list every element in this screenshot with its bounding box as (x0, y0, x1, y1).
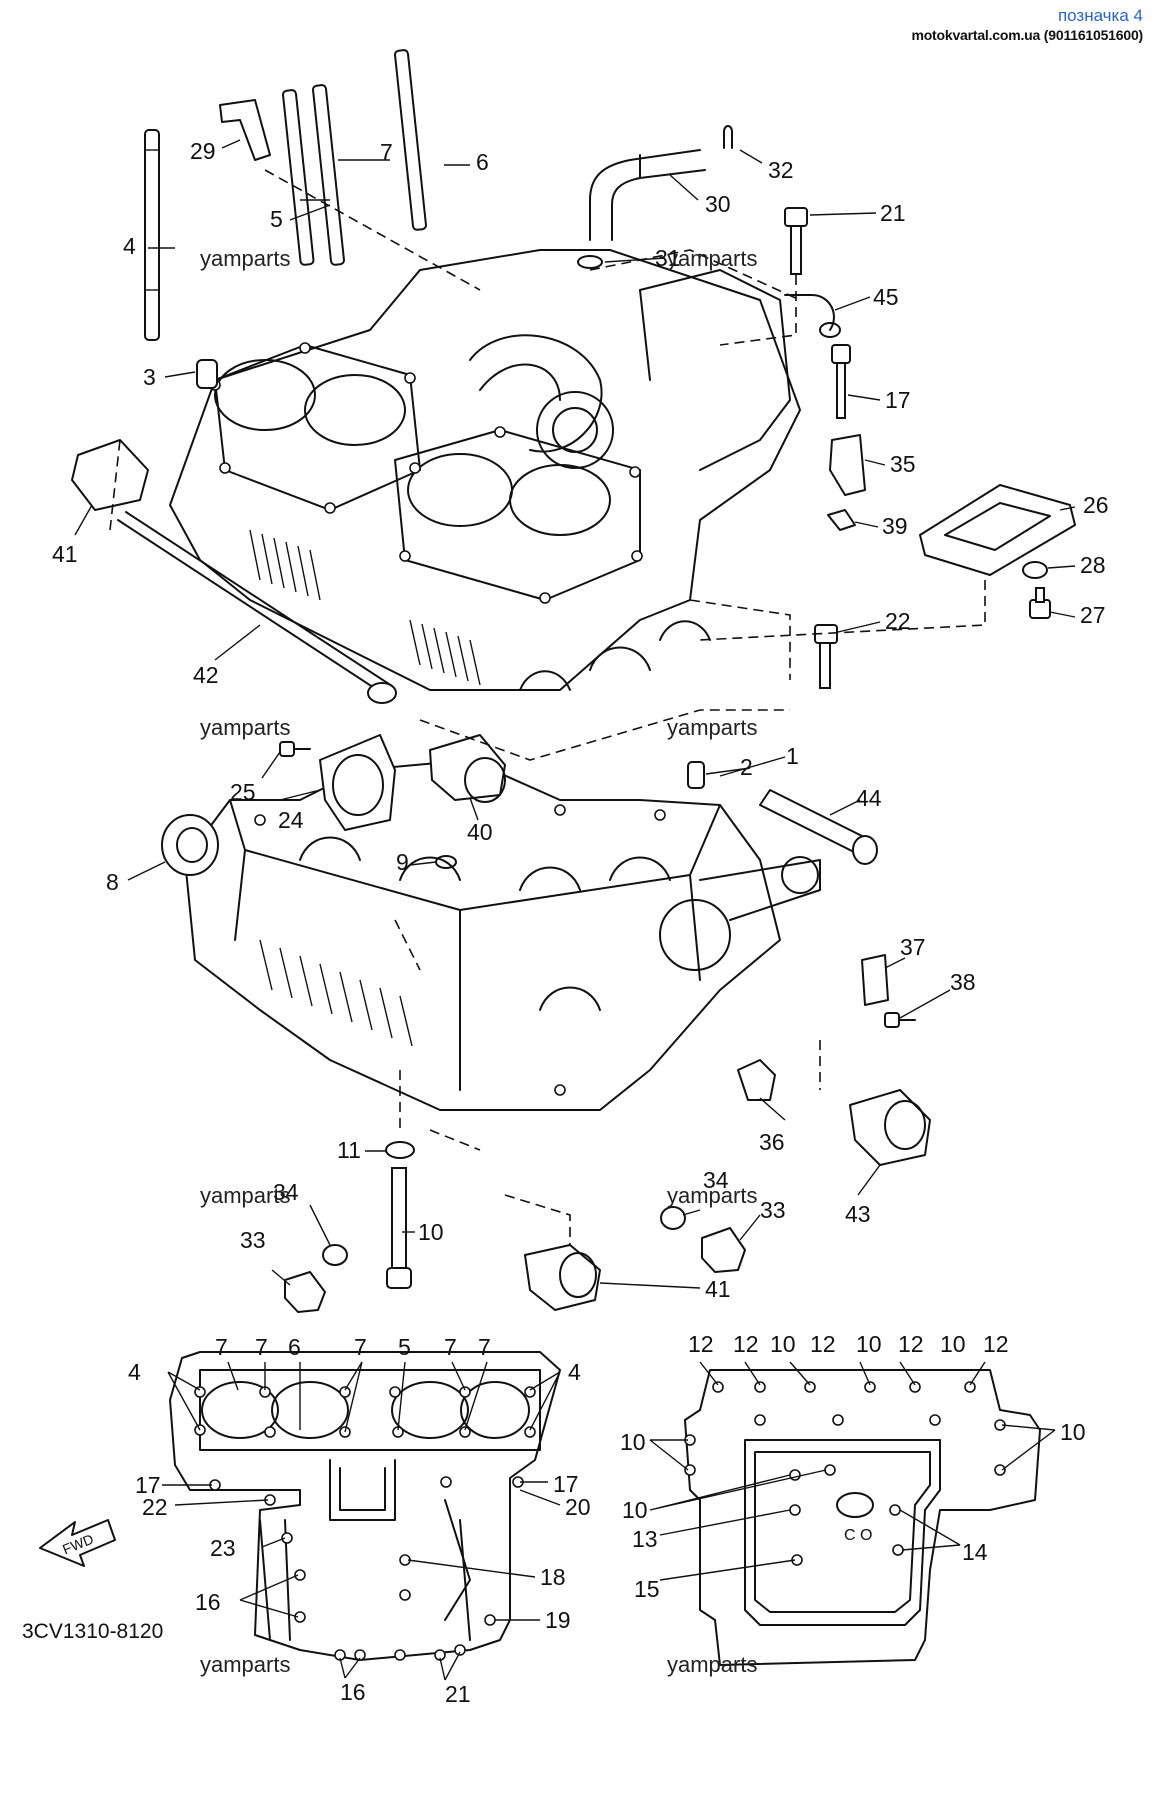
label-35: 35 (890, 451, 916, 477)
diagram-code: 3CV1310-8120 (22, 1620, 163, 1643)
view-label-10-mid: 10 (622, 1497, 648, 1523)
label-34-right: 34 (703, 1167, 729, 1193)
label-24: 24 (278, 807, 304, 833)
upper-case-top-view: FWD (39, 1351, 561, 1661)
label-38: 38 (950, 969, 976, 995)
lower-case-bottom-view: C O (684, 1369, 1041, 1666)
view-label-7a: 7 (215, 1334, 228, 1360)
view-label-16-bottom: 16 (340, 1679, 366, 1705)
label-26: 26 (1083, 492, 1109, 518)
label-10-lower: 10 (418, 1219, 444, 1245)
view-label-12b: 12 (733, 1331, 759, 1357)
watermark: yamparts (200, 1652, 290, 1677)
watermark: yamparts (667, 715, 757, 740)
label-29: 29 (190, 138, 216, 164)
stud-bolts (144, 49, 427, 389)
label-33-right: 33 (760, 1197, 786, 1223)
label-41-upper: 41 (52, 541, 78, 567)
view-label-15: 15 (634, 1576, 660, 1602)
assembly-lines (109, 169, 986, 1245)
label-41-lower: 41 (705, 1276, 731, 1302)
watermark: yamparts (667, 1652, 757, 1677)
view-label-10-right: 10 (1060, 1419, 1086, 1445)
lower-crankcase (184, 759, 821, 1111)
label-11: 11 (337, 1137, 361, 1163)
view-label-10c: 10 (940, 1331, 966, 1357)
view-label-14: 14 (962, 1539, 988, 1565)
label-5: 5 (270, 206, 283, 232)
view-label-18: 18 (540, 1564, 566, 1590)
label-42: 42 (193, 662, 219, 688)
label-28: 28 (1080, 552, 1106, 578)
view-label-7e: 7 (478, 1334, 491, 1360)
view-label-7b: 7 (255, 1334, 268, 1360)
label-31: 31 (655, 245, 681, 271)
label-36: 36 (759, 1129, 785, 1155)
small-parts (71, 99, 1076, 1313)
label-3: 3 (143, 364, 156, 390)
watermark: yamparts (200, 246, 290, 271)
label-6: 6 (476, 149, 489, 175)
label-37: 37 (900, 934, 926, 960)
view-label-4-left: 4 (128, 1359, 141, 1385)
label-30: 30 (705, 191, 731, 217)
view-leader-lines (162, 1361, 1056, 1681)
view-label-10b: 10 (856, 1331, 882, 1357)
view-label-21-bottom: 21 (445, 1681, 471, 1707)
view-label-10-left: 10 (620, 1429, 646, 1455)
label-21-upper: 21 (880, 200, 906, 226)
view-label-10a: 10 (770, 1331, 796, 1357)
label-7: 7 (380, 139, 393, 165)
leader-lines (74, 139, 1076, 1289)
svg-text:C O: C O (844, 1527, 872, 1544)
part-labels: 29 7 6 5 4 3 41 42 32 30 21 31 45 17 35 … (22, 138, 1109, 1707)
header-site-text: motokvartal.com.ua (901161051600) (911, 27, 1143, 43)
label-43: 43 (845, 1201, 871, 1227)
label-45: 45 (873, 284, 899, 310)
label-34-left: 34 (273, 1179, 299, 1205)
view-label-22: 22 (142, 1494, 168, 1520)
label-2: 2 (740, 754, 753, 780)
upper-crankcase (169, 249, 801, 691)
label-9: 9 (396, 849, 409, 875)
view-label-20: 20 (565, 1494, 591, 1520)
watermark: yamparts (200, 715, 290, 740)
watermark: yamparts (200, 1183, 290, 1208)
label-25: 25 (230, 779, 256, 805)
view-label-13: 13 (632, 1526, 658, 1552)
label-39: 39 (882, 513, 908, 539)
label-1: 1 (786, 743, 799, 769)
view-label-7c: 7 (354, 1334, 367, 1360)
view-label-17-right: 17 (553, 1471, 579, 1497)
view-label-6: 6 (288, 1334, 301, 1360)
view-label-5: 5 (398, 1334, 411, 1360)
view-label-19: 19 (545, 1607, 571, 1633)
label-4: 4 (123, 233, 136, 259)
view-label-23: 23 (210, 1535, 236, 1561)
view-label-17-left: 17 (135, 1472, 161, 1498)
header-link[interactable]: позначка 4 (1057, 6, 1143, 25)
label-32: 32 (768, 157, 794, 183)
watermarks: yamparts yamparts yamparts yamparts yamp… (200, 246, 757, 1677)
view-label-4-right: 4 (568, 1359, 581, 1385)
view-label-7d: 7 (444, 1334, 457, 1360)
watermark: yamparts (667, 246, 757, 271)
view-label-12e: 12 (983, 1331, 1009, 1357)
view-label-16-left: 16 (195, 1589, 221, 1615)
label-33-left: 33 (240, 1227, 266, 1253)
label-27: 27 (1080, 602, 1106, 628)
view-label-12c: 12 (810, 1331, 836, 1357)
watermark: yamparts (667, 1183, 757, 1208)
label-8: 8 (106, 869, 119, 895)
label-40: 40 (467, 819, 493, 845)
view-label-12a: 12 (688, 1331, 714, 1357)
label-22-upper: 22 (885, 608, 911, 634)
label-17-upper: 17 (885, 387, 911, 413)
view-label-12d: 12 (898, 1331, 924, 1357)
label-44: 44 (856, 785, 882, 811)
